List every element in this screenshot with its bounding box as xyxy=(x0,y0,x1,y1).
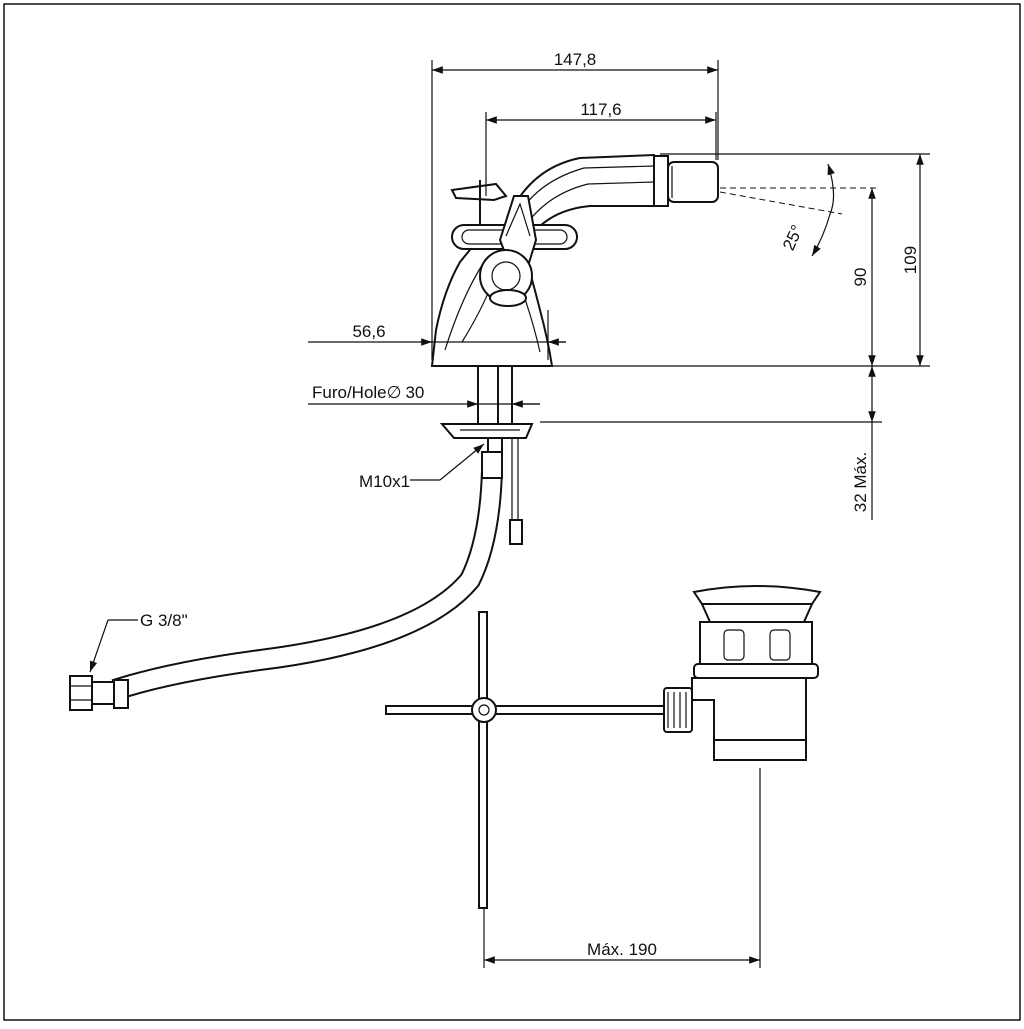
dim-overall-height: 109 xyxy=(901,246,920,274)
flexible-hose xyxy=(69,451,503,711)
drawing-frame xyxy=(3,3,1021,1021)
dim-spout-height: 90 xyxy=(851,268,870,287)
dimension-lines xyxy=(89,60,930,968)
dim-max-deck: 32 Máx. xyxy=(851,452,870,512)
dim-spout-width: 117,6 xyxy=(580,100,621,119)
mounting-shank xyxy=(439,366,540,545)
drain-waste xyxy=(691,585,822,761)
popup-rod xyxy=(385,611,693,909)
diameter-symbol: ∅ xyxy=(387,383,402,402)
callout-connection: G 3/8" xyxy=(140,611,188,630)
dim-overall-width: 147,8 xyxy=(554,50,597,69)
callout-thread: M10x1 xyxy=(359,472,410,491)
dim-base-offset: 56,6 xyxy=(352,322,385,341)
dim-spray-angle: 25° xyxy=(779,222,807,253)
dim-max-drain: Máx. 190 xyxy=(587,940,657,959)
dim-hole-label: Furo/Hole∅30 xyxy=(312,383,424,402)
faucet-body xyxy=(430,153,719,367)
